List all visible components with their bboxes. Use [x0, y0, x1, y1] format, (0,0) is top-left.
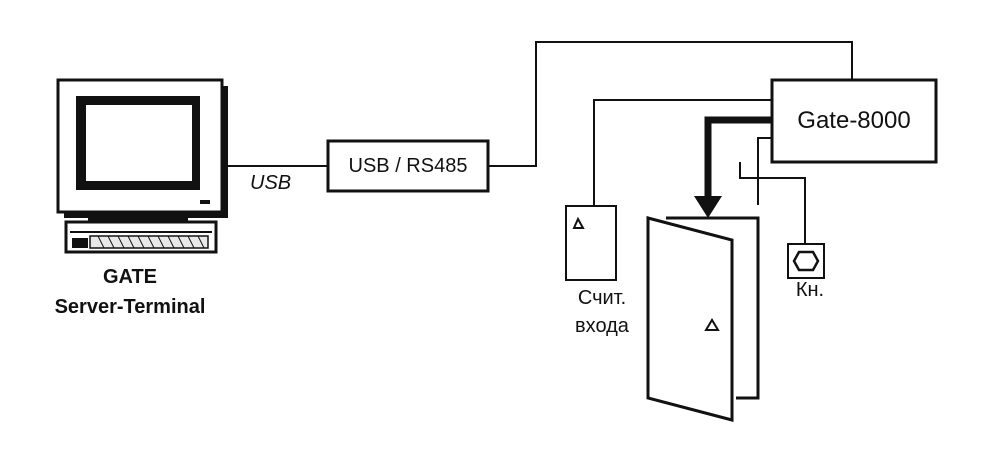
door-sensor-line: [757, 137, 772, 205]
exit-button-icon: [787, 243, 825, 279]
reader-label-line1: Счит.: [577, 287, 627, 309]
connection-lines: [222, 41, 853, 244]
controller-label: Gate-8000: [797, 107, 911, 134]
server-terminal-label: GATE Server-Terminal: [20, 262, 240, 322]
rs485-bus-line: [488, 41, 853, 167]
button-cable-line: [739, 162, 806, 244]
exit-button-label: Кн.: [795, 279, 825, 301]
controller-box: [770, 78, 938, 164]
usb-link-label: USB: [250, 172, 292, 194]
reader-label-line2: входа: [575, 315, 629, 337]
card-reader-label: Счит. входа: [552, 284, 652, 340]
lock-cable-arrow: [694, 116, 772, 218]
card-reader-icon: [565, 205, 617, 281]
reader-cable-line: [593, 99, 772, 206]
door-icon: [646, 216, 760, 422]
server-label-line1: GATE: [102, 266, 158, 288]
converter-label: USB / RS485: [348, 154, 468, 177]
server-terminal-icon: [56, 78, 228, 254]
converter-box: [326, 139, 490, 193]
server-label-line2: Server-Terminal: [54, 296, 206, 318]
